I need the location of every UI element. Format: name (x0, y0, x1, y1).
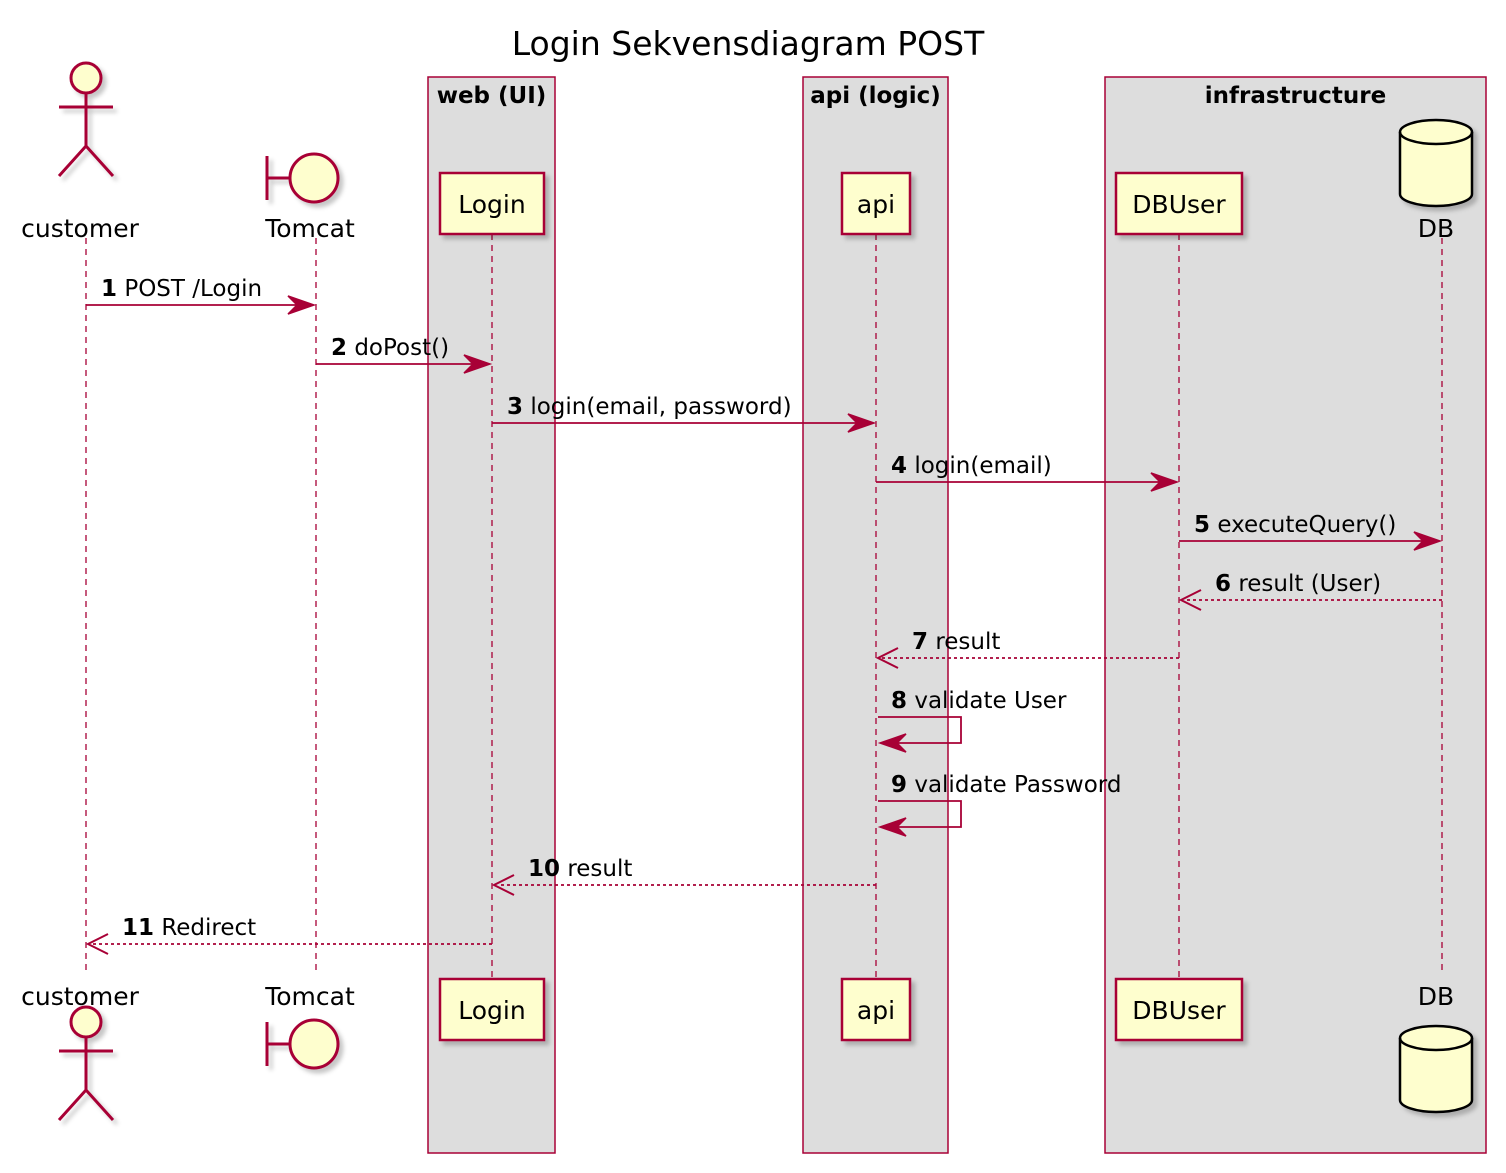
message-text: result (928, 629, 1000, 655)
participant-label: customer (21, 982, 139, 1011)
participant-tomcat-top: Tomcat (264, 152, 355, 243)
message-text: doPost() (347, 335, 449, 361)
message-label: 10 result (528, 856, 632, 882)
database-icon (1398, 1024, 1474, 1114)
message-label: 8 validate User (891, 688, 1067, 714)
diagram-title: Login Sekvensdiagram POST (512, 24, 985, 63)
message-number: 7 (912, 629, 928, 655)
boundary-icon (265, 152, 340, 204)
participant-db-bottom: DB (1398, 982, 1474, 1114)
message-number: 9 (891, 772, 907, 798)
participant-label: DB (1418, 982, 1454, 1011)
message-number: 8 (891, 688, 907, 714)
message-11: 11 Redirect (85, 915, 492, 955)
message-number: 10 (528, 856, 560, 882)
message-text: login(email, password) (523, 394, 792, 420)
message-label: 11 Redirect (122, 915, 256, 941)
message-8: 8 validate User (877, 688, 1067, 753)
message-number: 6 (1215, 571, 1231, 597)
box-title-api: api (logic) (810, 83, 941, 109)
participant-label: Tomcat (264, 982, 355, 1011)
participant-label: DBUser (1132, 996, 1226, 1025)
actor-icon (57, 1005, 115, 1122)
participant-customer-bottom: customer (21, 982, 140, 1122)
message-number: 11 (122, 915, 154, 941)
message-label: 9 validate Password (891, 772, 1121, 798)
message-5: 5 executeQuery() (1179, 512, 1443, 551)
message-number: 2 (331, 335, 347, 361)
participants: customercustomerTomcatTomcatLoginLoginap… (21, 61, 1474, 1122)
participant-box (438, 977, 546, 1042)
boundary-icon (265, 1018, 340, 1070)
participant-box (1114, 977, 1244, 1042)
message-label: 6 result (User) (1215, 571, 1381, 597)
participant-api-top: api (840, 171, 912, 236)
message-line (878, 716, 962, 744)
message-number: 4 (891, 453, 907, 479)
participant-login-top: Login (438, 171, 546, 236)
participant-label: api (857, 190, 895, 219)
message-text: Redirect (154, 915, 256, 941)
message-3: 3 login(email, password) (492, 394, 877, 433)
actor-icon (57, 61, 115, 178)
box-infra (1104, 76, 1487, 1154)
message-text: POST /Login (117, 276, 262, 302)
lifelines (85, 234, 1443, 978)
participant-label: Login (458, 996, 525, 1025)
box-title-web: web (UI) (437, 83, 547, 109)
participant-dbuser-bottom: DBUser (1114, 977, 1244, 1042)
participant-login-bottom: Login (438, 977, 546, 1042)
participant-label: api (857, 996, 895, 1025)
message-number: 1 (101, 276, 117, 302)
participant-box (840, 977, 912, 1042)
message-text: validate Password (907, 772, 1121, 798)
message-label: 5 executeQuery() (1194, 512, 1396, 538)
participant-box (1114, 171, 1244, 236)
message-label: 2 doPost() (331, 335, 449, 361)
message-number: 3 (507, 394, 523, 420)
message-4: 4 login(email) (876, 453, 1180, 492)
participant-label: Tomcat (264, 214, 355, 243)
participant-tomcat-bottom: Tomcat (264, 982, 355, 1070)
message-number: 5 (1194, 512, 1210, 538)
participant-box (438, 171, 546, 236)
messages: 1 POST /Login 2 doPost() 3 login(email, pa… (85, 276, 1443, 955)
message-text: executeQuery() (1210, 512, 1396, 538)
message-label: 1 POST /Login (101, 276, 262, 302)
group-boxes: web (UI) api (logic) infrastructure (427, 76, 1487, 1154)
participant-label: Login (458, 190, 525, 219)
message-text: validate User (907, 688, 1067, 714)
message-7: 7 result (875, 629, 1179, 669)
message-text: login(email) (907, 453, 1052, 479)
participant-db-top: DB (1398, 118, 1474, 243)
database-icon (1398, 118, 1474, 208)
message-1: 1 POST /Login (86, 276, 317, 315)
participant-customer-top: customer (21, 61, 140, 243)
participant-label: DBUser (1132, 190, 1226, 219)
message-text: result (User) (1231, 571, 1381, 597)
message-label: 3 login(email, password) (507, 394, 792, 420)
message-10: 10 result (491, 856, 876, 896)
participant-label: customer (21, 214, 139, 243)
message-2: 2 doPost() (316, 335, 493, 374)
message-9: 9 validate Password (877, 772, 1121, 837)
participant-api-bottom: api (840, 977, 912, 1042)
participant-label: DB (1418, 214, 1454, 243)
message-label: 4 login(email) (891, 453, 1052, 479)
message-line (878, 800, 962, 828)
message-label: 7 result (912, 629, 1000, 655)
participant-box (840, 171, 912, 236)
box-title-infra: infrastructure (1205, 83, 1386, 109)
participant-dbuser-top: DBUser (1114, 171, 1244, 236)
message-text: result (560, 856, 632, 882)
message-6: 6 result (User) (1178, 571, 1442, 611)
